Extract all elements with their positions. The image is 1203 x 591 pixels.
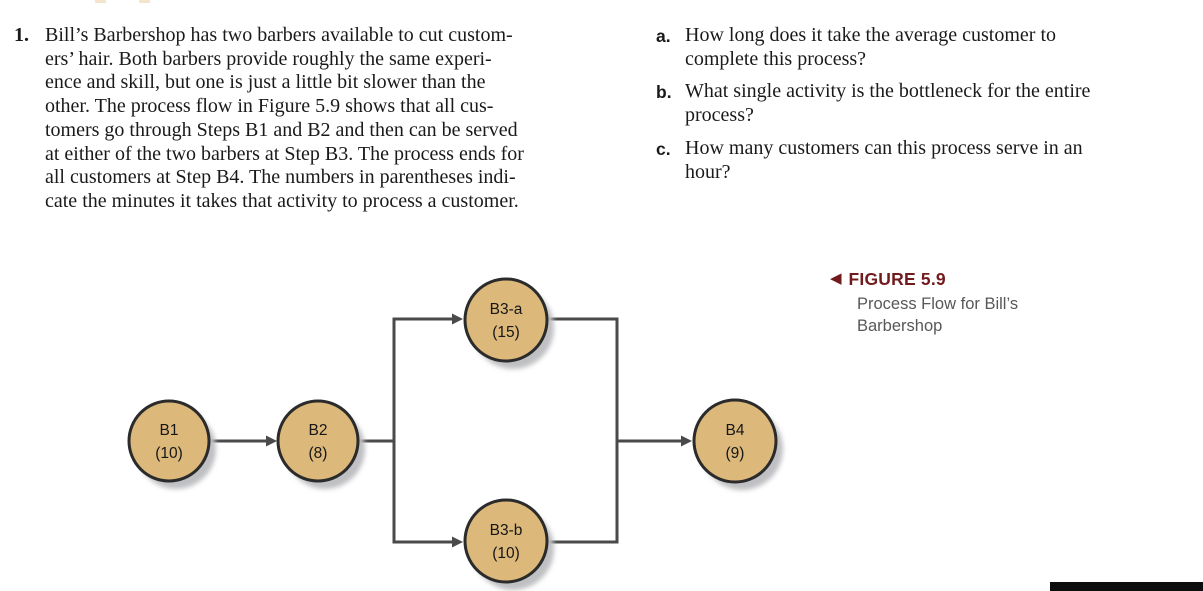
question-text-line: What single activity is the bottleneck f… (685, 80, 1091, 103)
problem-text-line: other. The process flow in Figure 5.9 sh… (45, 95, 494, 118)
figure-label: FIGURE 5.9 (848, 269, 946, 289)
question-text: How many customers can this process serv… (685, 137, 1156, 184)
page-edge-bar (1050, 582, 1203, 591)
node-label: B1 (160, 422, 179, 439)
node-time: (9) (726, 445, 745, 462)
problem-text-line: at either of the two barbers at Step B3.… (45, 142, 524, 165)
process-node-B4 (692, 398, 778, 484)
problem-text: Bill’s Barbershop has two barbers availa… (45, 24, 604, 214)
problem-number: 1. (14, 24, 29, 46)
question-text-line: How many customers can this process serv… (685, 136, 1083, 159)
node-label: B3-b (490, 522, 523, 539)
node-time: (10) (155, 445, 183, 462)
problem-text-line: Bill’s Barbershop has two barbers availa… (45, 24, 513, 46)
arrowhead-icon (452, 536, 463, 548)
node-label: B3-a (490, 301, 523, 318)
question-item: c. How many customers can this process se… (656, 137, 1156, 184)
figure-caption-line: Process Flow for Bill’s (857, 295, 1019, 313)
question-text-line: How long does it take the average custom… (685, 24, 1056, 46)
node-time: (15) (492, 324, 520, 341)
diagram-edges (209, 313, 692, 548)
problem-text-line: ence and skill, but one is just a little… (45, 71, 486, 94)
figure-caption-line: Barbershop (857, 317, 943, 335)
diagram-nodes: B1 (10) B2 (8) B3-a (15) B3-b (10) B4 (9) (127, 277, 783, 590)
arrowhead-icon (681, 435, 692, 447)
cropped-text-speck (95, 0, 106, 3)
question-label: a. (656, 26, 671, 46)
question-text: What single activity is the bottleneck f… (685, 80, 1156, 127)
problem-statement: 1. Bill’s Barbershop has two barbers ava… (14, 24, 604, 214)
node-time: (8) (309, 445, 328, 462)
process-node-B3-b (463, 498, 549, 584)
problem-text-line: cate the minutes it takes that activity … (45, 189, 519, 212)
node-label: B2 (309, 422, 328, 439)
figure-marker-icon: ◀ (830, 270, 842, 287)
question-text-line: hour? (685, 160, 731, 183)
process-node-B2 (276, 399, 360, 483)
arrowhead-icon (452, 313, 463, 325)
question-item: b. What single activity is the bottleneck… (656, 80, 1156, 127)
question-label: c. (656, 138, 671, 159)
problem-text-line: all customers at Step B4. The numbers in… (45, 166, 516, 189)
question-text-line: process? (685, 104, 754, 127)
question-list: a. How long does it take the average cust… (656, 24, 1156, 193)
arrowhead-icon (266, 435, 277, 447)
cropped-text-speck (139, 0, 150, 3)
process-node-B3-a (463, 277, 549, 363)
node-time: (10) (492, 545, 520, 562)
process-node-B1 (127, 399, 211, 483)
question-text-line: complete this process? (685, 47, 867, 70)
problem-text-line: tomers go through Steps B1 and B2 and th… (45, 118, 518, 141)
node-label: B4 (726, 422, 745, 439)
question-item: a. How long does it take the average cust… (656, 24, 1156, 71)
question-text: How long does it take the average custom… (685, 24, 1156, 71)
problem-text-line: ers’ hair. Both barbers provide roughly … (45, 47, 492, 70)
question-label: b. (656, 82, 672, 103)
